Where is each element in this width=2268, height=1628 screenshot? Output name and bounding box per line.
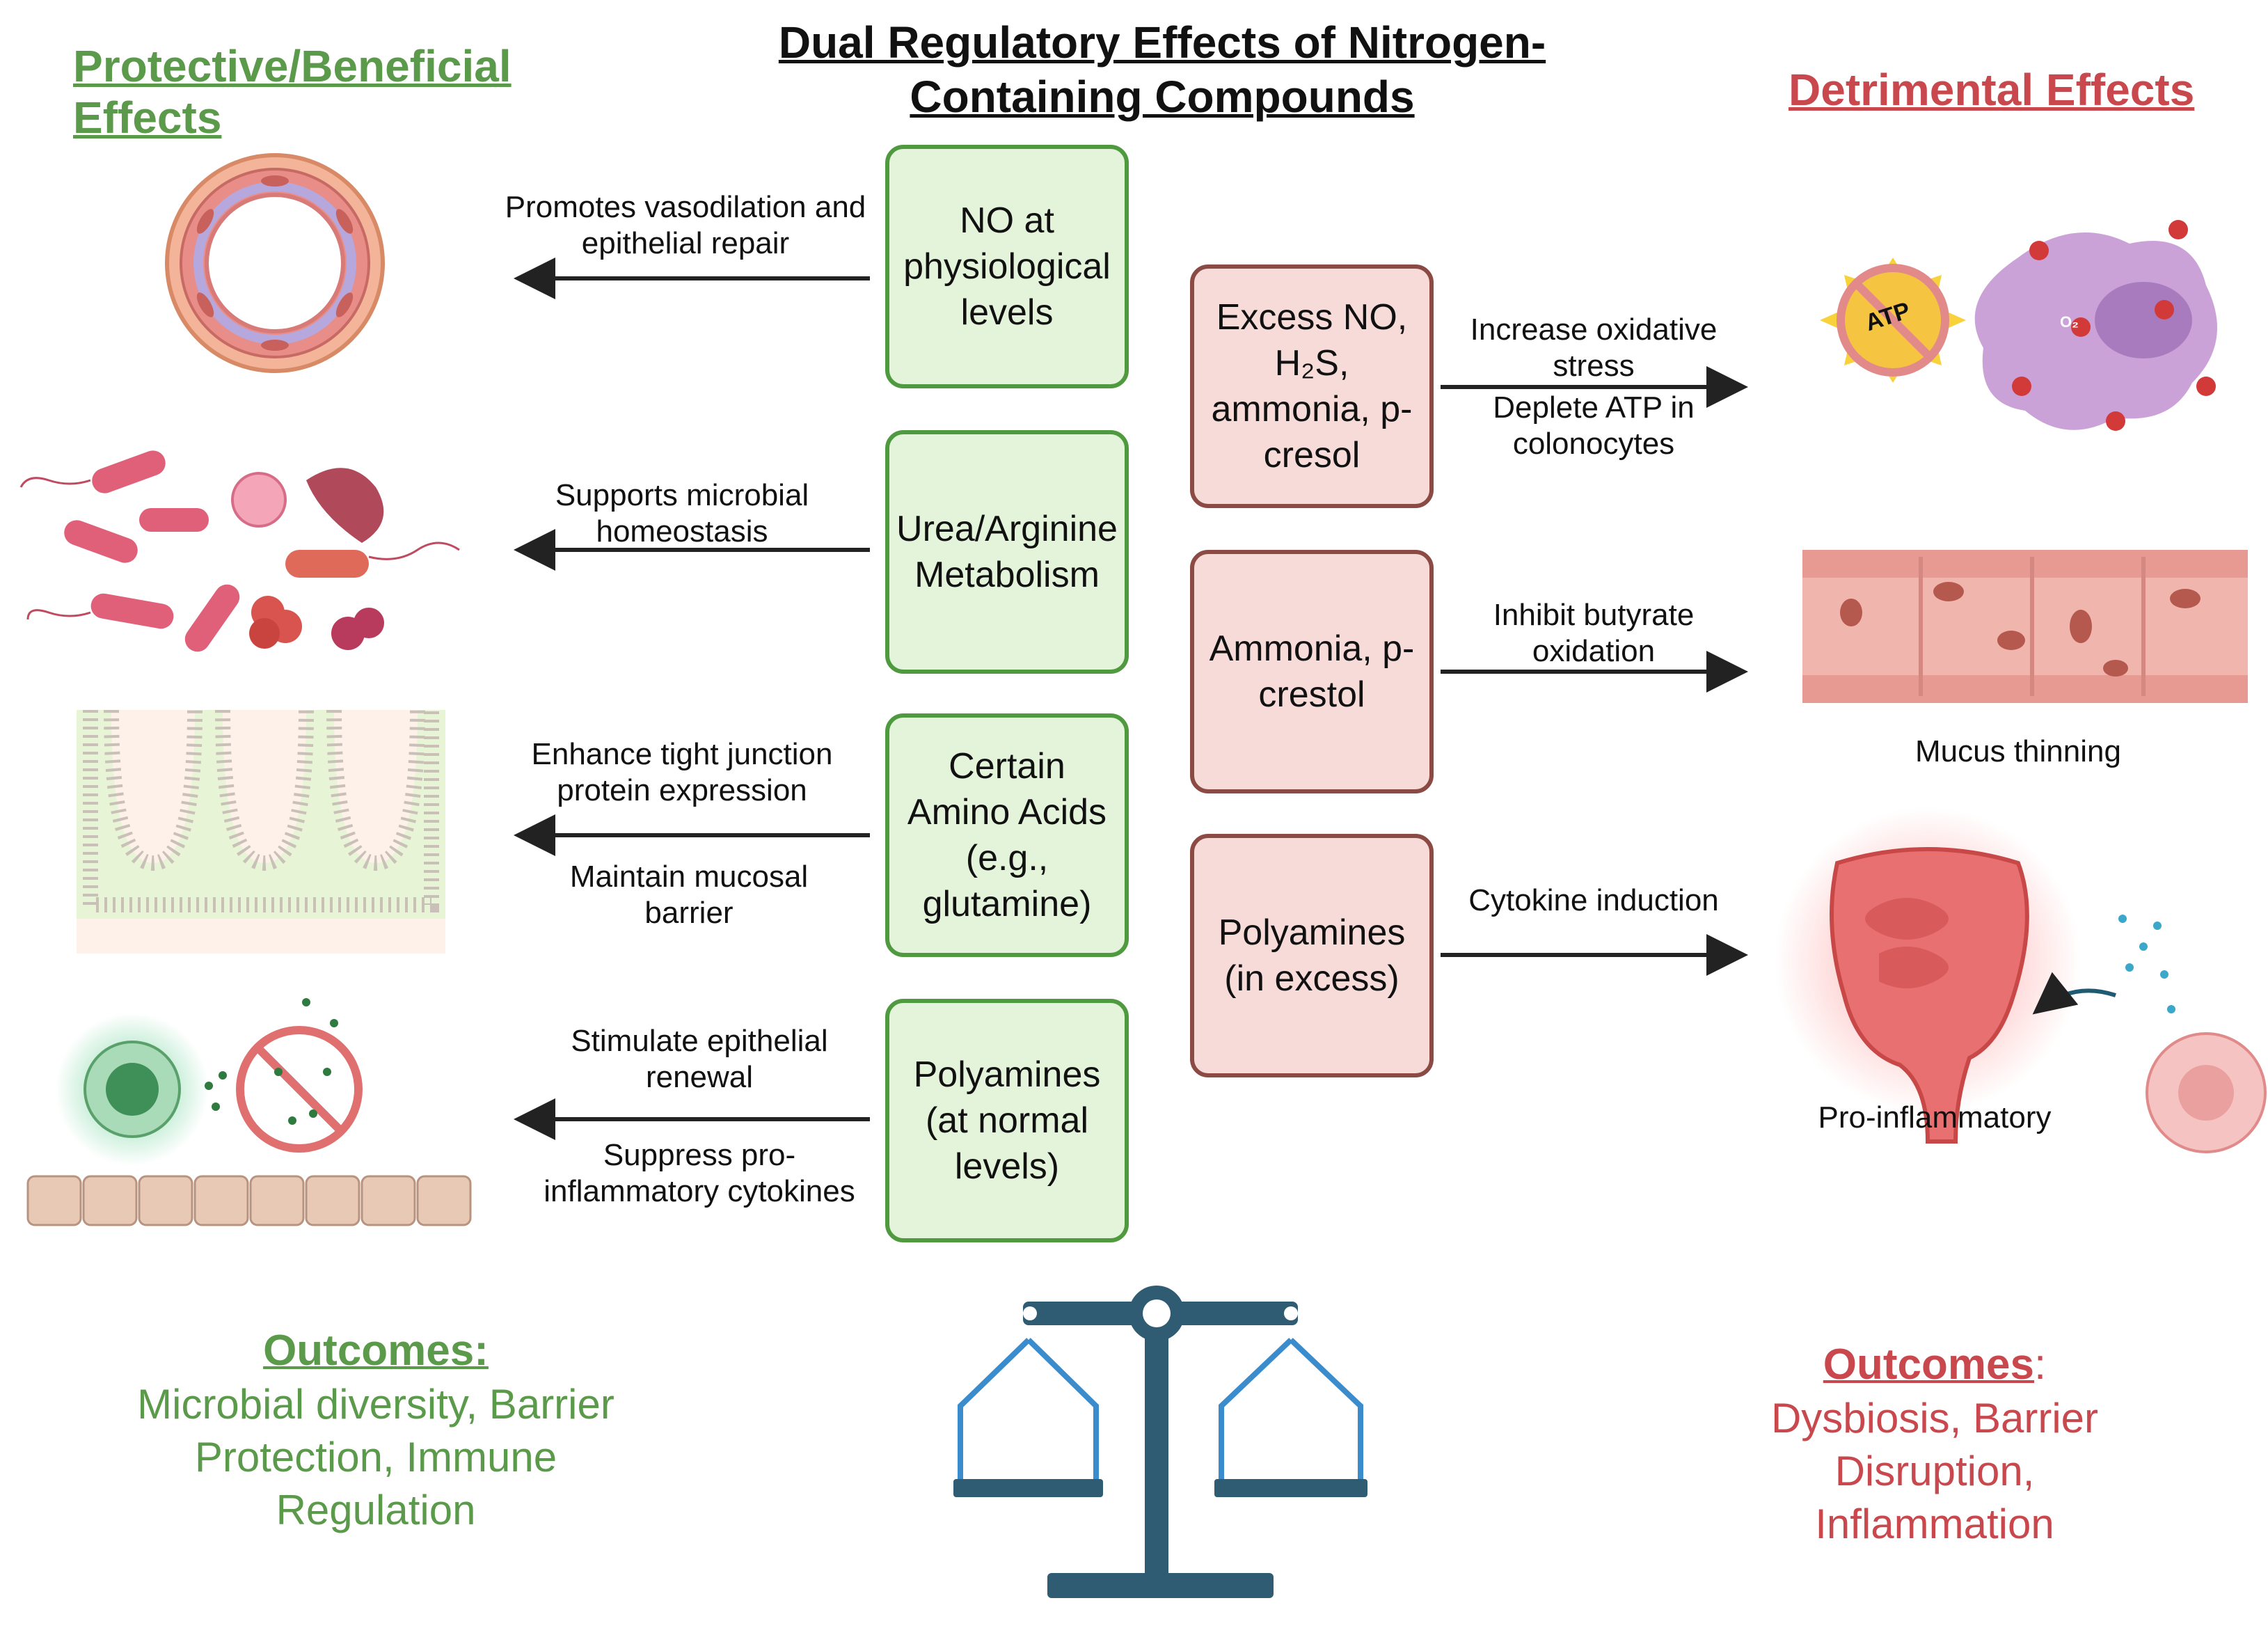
outcomes-beneficial-heading: Outcomes: <box>263 1327 489 1375</box>
diagram-title: Dual Regulatory Effects of Nitrogen-Cont… <box>778 17 1546 122</box>
atp-ros-icon <box>1820 220 2217 431</box>
beneficial-arrows <box>514 258 870 1140</box>
caption-pro-inflammatory: Pro-inflammatory <box>1818 1100 2052 1135</box>
beneficial-heading: Protective/Beneficial Effects <box>73 41 512 143</box>
effect-vasodilation: Promotes vasodilation and epithelial rep… <box>505 190 866 260</box>
box-urea-arginine: Urea/Arginine Metabolism <box>885 430 1129 674</box>
box-ammonia-pcrestol: Ammonia, p-crestol <box>1190 550 1434 793</box>
blood-vessel-icon <box>165 153 385 373</box>
effect-microbial-homeostasis: Supports microbial homeostasis <box>555 478 809 548</box>
immune-epithelium-icon <box>26 998 472 1226</box>
box-no-physiological: NO at physiological levels <box>885 145 1129 388</box>
outcomes-detrimental-heading: Outcomes <box>1823 1341 2034 1389</box>
effect-tight-junction: Enhance tight junction protein expressio… <box>531 737 833 807</box>
balance-scale-icon <box>953 1286 1367 1598</box>
box-polyamines-normal: Polyamines (at normal levels) <box>885 999 1129 1242</box>
outcomes-detrimental-colon: : <box>2033 1341 2047 1389</box>
intestine-wall-icon <box>1802 550 2248 703</box>
caption-mucus-thinning: Mucus thinning <box>1915 734 2121 768</box>
effect-epithelial-renewal: Stimulate epithelial renewal <box>571 1024 828 1094</box>
box-polyamines-excess: Polyamines (in excess) <box>1190 834 1434 1077</box>
detrimental-heading: Detrimental Effects <box>1789 65 2195 115</box>
inflamed-colon-icon <box>1775 807 2267 1153</box>
outcomes-detrimental: Outcomes: Dysbiosis, Barrier Disruption,… <box>1726 1340 2143 1551</box>
box-amino-acids: Certain Amino Acids (e.g., glutamine) <box>885 713 1129 957</box>
effect-butyrate: Inhibit butyrate oxidation <box>1493 598 1695 668</box>
outcomes-detrimental-text: Dysbiosis, Barrier Disruption, Inflammat… <box>1770 1395 2099 1547</box>
box-excess-no: Excess NO, H₂S, ammonia, p-cresol <box>1190 264 1434 508</box>
effect-oxidative-stress: Increase oxidative stress <box>1470 313 1718 383</box>
effect-deplete-atp: Deplete ATP in colonocytes <box>1493 390 1695 461</box>
effect-mucosal-barrier: Maintain mucosal barrier <box>569 860 809 930</box>
detrimental-arrows <box>1441 366 1748 976</box>
effect-cytokine-induction: Cytokine induction <box>1468 883 1719 917</box>
intestinal-villi-icon <box>77 709 445 954</box>
effect-suppress-cytokines: Suppress pro-inflammatory cytokines <box>544 1138 855 1208</box>
o2-label: O₂ <box>2060 313 2079 331</box>
outcomes-beneficial-text: Microbial diversity, Barrier Protection,… <box>137 1381 614 1533</box>
outcomes-beneficial: Outcomes: Microbial diversity, Barrier P… <box>84 1326 668 1537</box>
microbes-icon <box>19 450 460 652</box>
